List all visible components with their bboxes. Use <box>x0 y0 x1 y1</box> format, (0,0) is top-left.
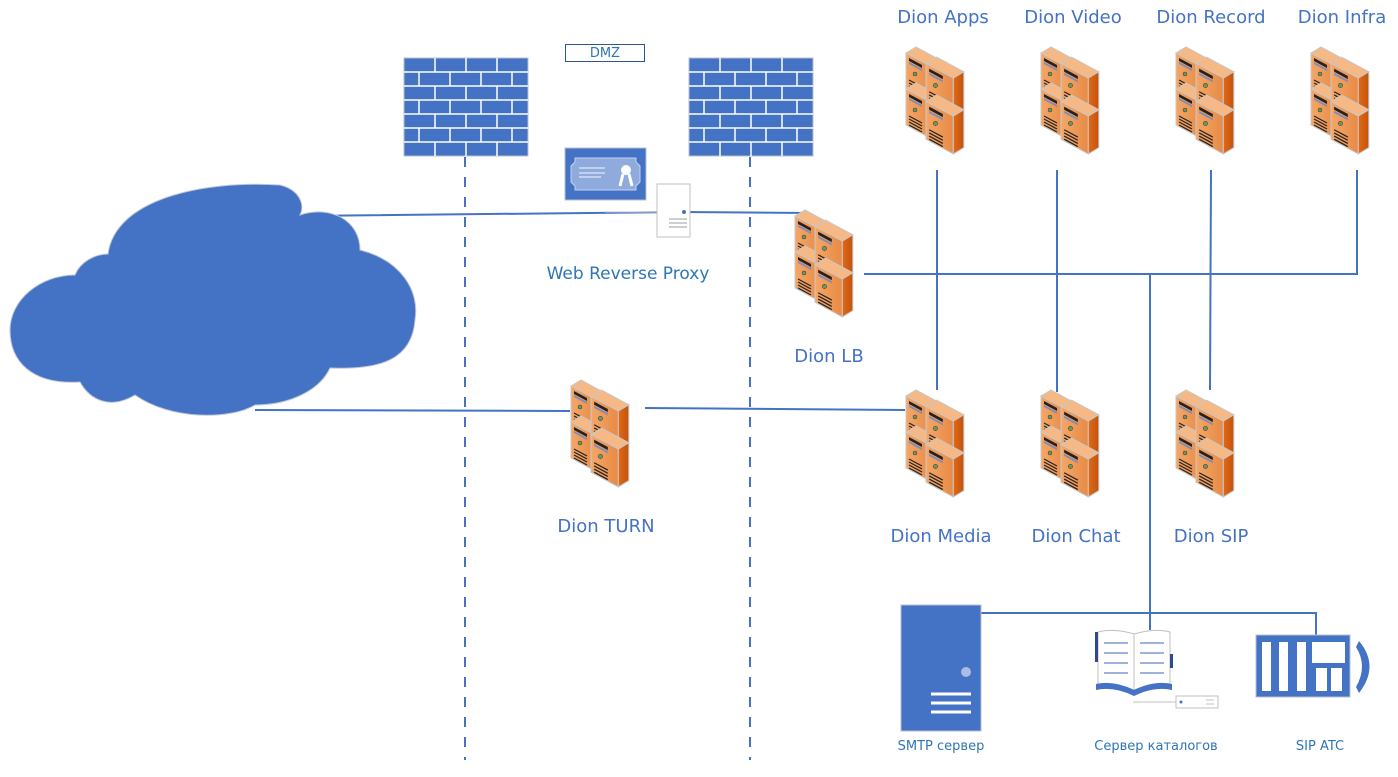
sip-label: Dion SIP <box>1173 526 1249 547</box>
edge-record-sip <box>1209 169 1212 391</box>
lb-server-cluster-icon <box>795 210 853 317</box>
infra-server-cluster-icon <box>1311 47 1369 154</box>
internet-cloud-icon <box>9 183 417 416</box>
dmz-zone-label: DMZ <box>565 44 645 62</box>
proxy-server-icon <box>656 183 691 238</box>
certificate-icon <box>564 147 647 201</box>
chat-label: Dion Chat <box>1031 526 1121 547</box>
edge-turn-media <box>644 407 906 411</box>
firewall-inner-icon <box>688 57 814 157</box>
directory-book-icon <box>1095 629 1173 696</box>
media-label: Dion Media <box>890 526 992 547</box>
directory-label: Сервер каталогов <box>1094 739 1218 754</box>
turn-server-cluster-icon <box>571 380 629 487</box>
turn-label: Dion TURN <box>557 516 655 537</box>
pbx-phone-icon <box>1255 634 1370 698</box>
edge-smtp-pbx <box>980 612 1317 635</box>
directory-server-icon <box>1133 695 1219 709</box>
video-server-cluster-icon <box>1041 47 1099 154</box>
apps-server-cluster-icon <box>906 47 964 154</box>
edge-lb-bus <box>864 170 1358 275</box>
chat-server-cluster-icon <box>1041 390 1099 497</box>
edge-internet-turn <box>254 409 571 412</box>
apps-label: Dion Apps <box>897 7 989 28</box>
smtp-label: SMTP сервер <box>897 739 985 754</box>
lb-label: Dion LB <box>794 346 864 367</box>
sip-server-cluster-icon <box>1176 390 1234 497</box>
edge-internet-proxy-lb <box>299 210 811 217</box>
smtp-server-tower-icon <box>900 604 982 732</box>
video-label: Dion Video <box>1024 7 1122 28</box>
web-proxy-label: Web Reverse Proxy <box>546 264 710 284</box>
media-server-cluster-icon <box>906 390 964 497</box>
pbx-label: SIP ATC <box>1295 739 1345 754</box>
infra-label: Dion Infra <box>1297 7 1387 28</box>
record-server-cluster-icon <box>1176 47 1234 154</box>
firewall-outer-icon <box>403 57 529 157</box>
record-label: Dion Record <box>1156 7 1266 28</box>
